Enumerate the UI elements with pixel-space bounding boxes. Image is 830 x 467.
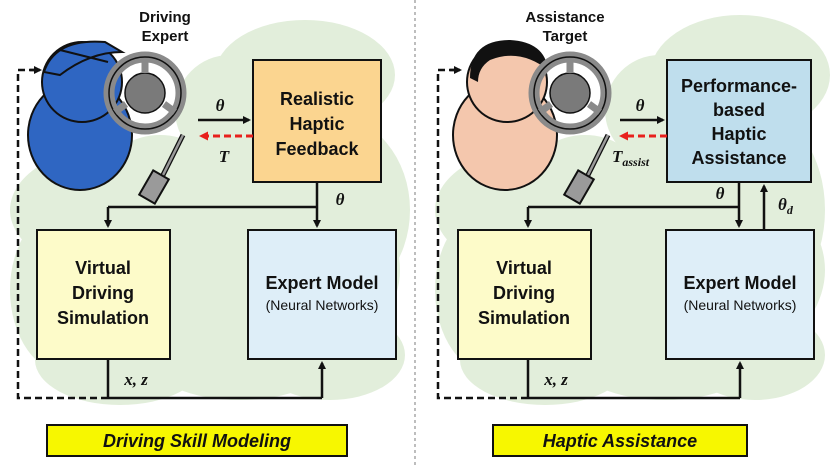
sim-box-line2: Driving	[72, 283, 134, 303]
assist-box-line2: based	[713, 100, 765, 120]
theta-input-label-right: θ	[636, 96, 645, 115]
virtual-driving-simulation-box	[36, 229, 171, 360]
pedal-right	[562, 169, 596, 205]
sim-box-right-line1: Virtual	[496, 258, 552, 278]
expert-model-box	[247, 229, 397, 360]
expert-model-box-right	[665, 229, 815, 360]
realistic-haptic-feedback-box	[252, 59, 382, 183]
target-label-line1: Assistance	[525, 9, 604, 26]
torque-assist-label: Tassist	[612, 147, 650, 169]
target-label-line2: Target	[543, 28, 588, 45]
expert-model-title-right: Expert Model	[683, 273, 796, 293]
state-label-right: x, z	[543, 370, 568, 389]
virtual-driving-simulation-box-right	[457, 229, 592, 360]
theta-d-label: θd	[778, 195, 794, 217]
state-label: x, z	[123, 370, 148, 389]
haptic-box-line2: Haptic	[289, 114, 344, 134]
right-panel: Assistance Target Performance- based Hap…	[435, 9, 830, 457]
caption-box-left	[46, 424, 348, 457]
sim-box-line3: Simulation	[57, 308, 149, 328]
theta-down-label: θ	[336, 190, 345, 209]
haptic-box-line1: Realistic	[280, 89, 354, 109]
assist-box-line1: Performance-	[681, 76, 797, 96]
theta-input-label: θ	[216, 96, 225, 115]
performance-haptic-assistance-box	[666, 59, 812, 183]
cap-brim-line	[59, 49, 109, 63]
caption-box-right	[492, 424, 748, 457]
driving-expert-figure	[27, 40, 187, 205]
theta-down-label-right: θ	[716, 184, 725, 203]
pedal	[137, 169, 171, 205]
sim-box-right-line2: Driving	[493, 283, 555, 303]
caption-right: Haptic Assistance	[543, 431, 697, 451]
caption-left: Driving Skill Modeling	[103, 431, 291, 451]
sim-box-line1: Virtual	[75, 258, 131, 278]
torque-label: T	[219, 147, 230, 166]
expert-model-subtitle-right: (Neural Networks)	[684, 297, 797, 313]
sim-box-right-line3: Simulation	[478, 308, 570, 328]
left-panel: Driving Expert Realistic Haptic Feedback…	[10, 9, 410, 457]
assist-box-line3: Haptic	[711, 124, 766, 144]
person-label-line1: Driving	[139, 9, 191, 26]
person-label-line2: Expert	[142, 28, 189, 45]
visual-feedback-dashed-line-right	[436, 68, 528, 400]
expert-model-title: Expert Model	[265, 273, 378, 293]
assistance-target-figure	[452, 40, 612, 205]
visual-feedback-dashed-line	[16, 68, 108, 400]
target-hair	[470, 40, 548, 82]
expert-model-subtitle: (Neural Networks)	[266, 297, 379, 313]
steering-wheel-hub	[124, 72, 166, 114]
assist-box-line4: Assistance	[691, 148, 786, 168]
haptic-box-line3: Feedback	[275, 139, 359, 159]
steering-wheel-hub-right	[549, 72, 591, 114]
